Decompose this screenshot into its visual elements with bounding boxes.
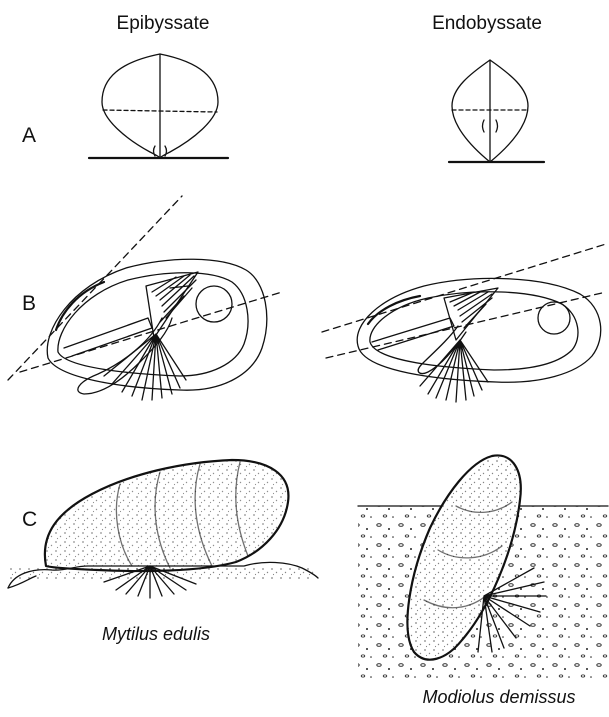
species-label-mytilus: Mytilus edulis: [102, 624, 210, 644]
row-label-a: A: [22, 124, 36, 147]
mussel-mytilus-edulis: [8, 460, 318, 598]
mussel-modiolus-demissus: [358, 455, 608, 682]
heading-epibyssate: Epibyssate: [117, 13, 210, 34]
heading-endobyssate: Endobyssate: [432, 13, 542, 34]
anatomy-endobyssate: [322, 244, 606, 402]
cross-section-epibyssate: [89, 54, 228, 158]
species-label-modiolus: Modiolus demissus: [422, 687, 575, 707]
anatomy-epibyssate: [8, 196, 282, 400]
cross-section-endobyssate: [449, 60, 544, 162]
row-label-b: B: [22, 292, 36, 315]
row-label-c: C: [22, 508, 37, 531]
